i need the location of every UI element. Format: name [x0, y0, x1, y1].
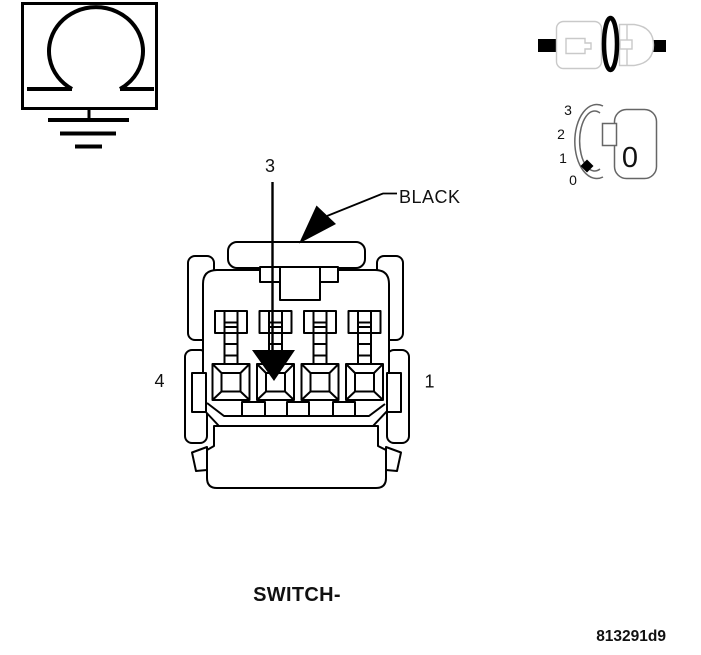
index-slot-3: [332, 401, 356, 417]
dial-ring-inner: [578, 110, 601, 172]
left-lock-window: [191, 372, 207, 413]
caption-line-1: SWITCH-: [253, 583, 341, 606]
terminal-cavity-1: [345, 310, 384, 401]
ground-symbol-box: [21, 2, 158, 110]
connector-half-right: [618, 23, 655, 67]
connector-key-slot: [565, 37, 592, 55]
ground-symbol-icon: [21, 2, 158, 149]
connector-boot: [206, 425, 387, 489]
connector-latch-slot: [619, 39, 633, 50]
dial-pointer-diamond: [580, 159, 594, 173]
latch-tab-right: [319, 266, 339, 283]
pin4-label: 4: [154, 371, 164, 391]
dial-key-notch: [601, 122, 618, 147]
seal-ring: [601, 15, 620, 73]
black-leader-line: [326, 192, 397, 217]
connector-face-diagram: [184, 241, 410, 489]
left-wing-tab: [191, 446, 208, 472]
right-wing-tab: [385, 446, 402, 472]
terminal-cavity-2: [300, 310, 340, 401]
ground-bars: [48, 118, 129, 149]
dial-ring-outer: [574, 103, 604, 180]
dial-value: 0: [622, 142, 638, 174]
black-arrowhead: [299, 205, 336, 244]
connector-caption: SWITCH- STEERING- LEFT (PREMIUM): [147, 518, 447, 655]
omega-glyph: [47, 5, 145, 91]
latch-tab-left: [259, 266, 281, 283]
document-id: 813291d9: [596, 628, 666, 645]
dial-scale-3: 3: [564, 102, 572, 118]
right-lock-window: [386, 372, 402, 413]
index-slot-1: [241, 401, 266, 417]
rotary-dial-icon: 0 3 2 1 0: [557, 102, 658, 188]
index-slot-2: [286, 401, 310, 417]
latch-tab-center: [279, 266, 321, 301]
left-wire-stub: [538, 39, 557, 52]
dial-scale-0: 0: [569, 172, 577, 188]
dial-scale-1: 1: [559, 150, 567, 166]
terminal-cavity-4: [211, 310, 251, 401]
connector-lip: [227, 241, 366, 269]
pin3-arrowhead: [252, 350, 295, 381]
dial-scale-2: 2: [557, 126, 565, 142]
pin1-label: 1: [424, 372, 434, 392]
wire-color-label: BLACK: [399, 187, 461, 207]
callouts: 3 4 1 BLACK: [154, 156, 460, 392]
connector-side-icon: [538, 15, 666, 73]
pin3-label: 3: [265, 156, 275, 176]
